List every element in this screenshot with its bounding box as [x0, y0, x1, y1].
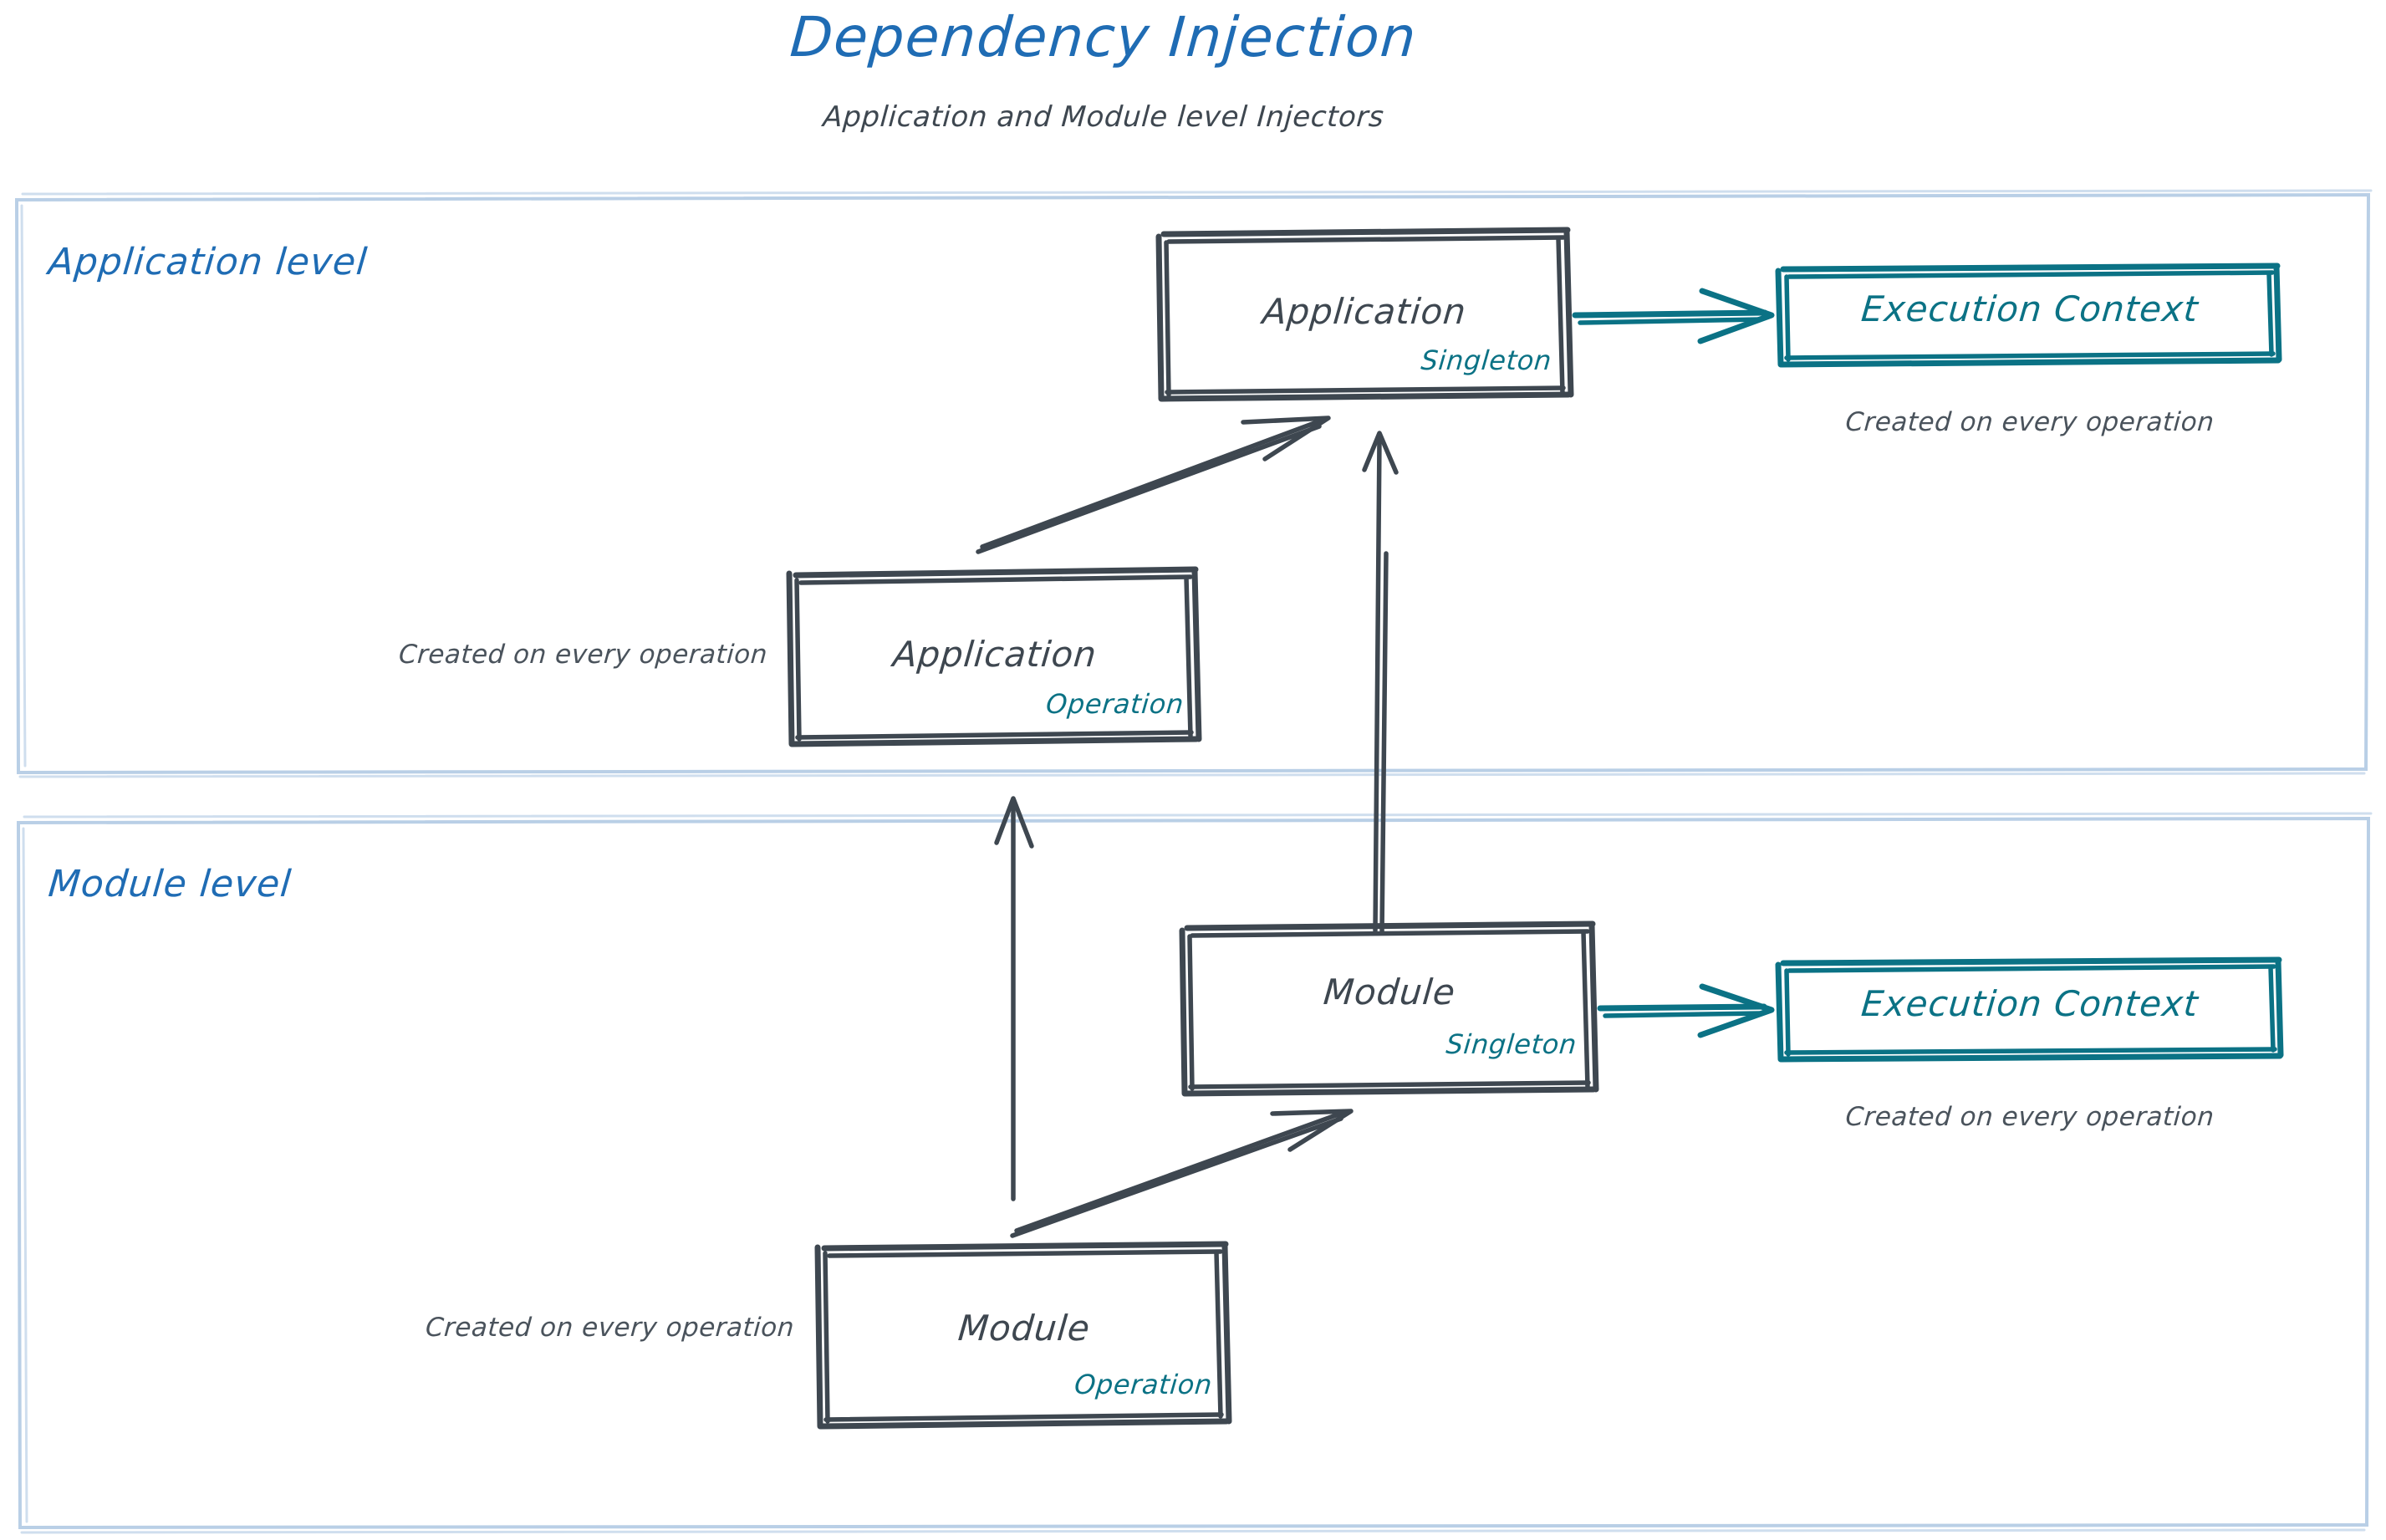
edge-app-singleton-to-exec-context — [1572, 288, 1775, 344]
application-operation-scope: Operation — [1044, 688, 1185, 720]
application-operation-caption: Created on every operation — [397, 640, 769, 670]
module-operation-box[interactable] — [814, 1241, 1232, 1430]
edge-module-operation-to-module-singleton — [1010, 1109, 1354, 1238]
application-execution-context-box[interactable] — [1775, 263, 2282, 368]
edge-module-singleton-to-application-singleton — [1362, 431, 1399, 936]
module-execution-context-box[interactable] — [1775, 956, 2284, 1063]
module-level-container — [16, 812, 2373, 1534]
application-operation-title: Application — [891, 634, 1099, 675]
page-subtitle: Application and Module level Injectors — [822, 100, 1385, 134]
application-execution-context-title: Execution Context — [1859, 288, 2200, 329]
module-operation-caption: Created on every operation — [424, 1313, 796, 1343]
module-execution-context-title: Execution Context — [1859, 983, 2200, 1024]
application-singleton-scope: Singleton — [1420, 344, 1553, 376]
module-operation-title: Module — [956, 1308, 1092, 1349]
application-execution-context-caption: Created on every operation — [1844, 407, 2215, 437]
module-singleton-scope: Singleton — [1445, 1028, 1578, 1060]
application-singleton-box[interactable] — [1155, 227, 1574, 402]
section-label-application-level: Application level — [46, 241, 370, 283]
application-singleton-title: Application — [1261, 291, 1468, 332]
module-singleton-box[interactable] — [1179, 920, 1599, 1097]
page-title: Dependency Injection — [788, 5, 1420, 69]
edge-module-operation-to-application-operation — [994, 796, 1034, 1201]
module-singleton-title: Module — [1322, 971, 1457, 1012]
module-execution-context-caption: Created on every operation — [1844, 1102, 2215, 1132]
module-operation-scope: Operation — [1073, 1369, 1214, 1400]
application-operation-box[interactable] — [786, 566, 1202, 747]
application-level-container — [14, 189, 2373, 778]
section-label-module-level: Module level — [46, 863, 293, 905]
edge-module-singleton-to-exec-context — [1597, 983, 1775, 1038]
edge-app-operation-to-app-singleton — [976, 416, 1331, 554]
